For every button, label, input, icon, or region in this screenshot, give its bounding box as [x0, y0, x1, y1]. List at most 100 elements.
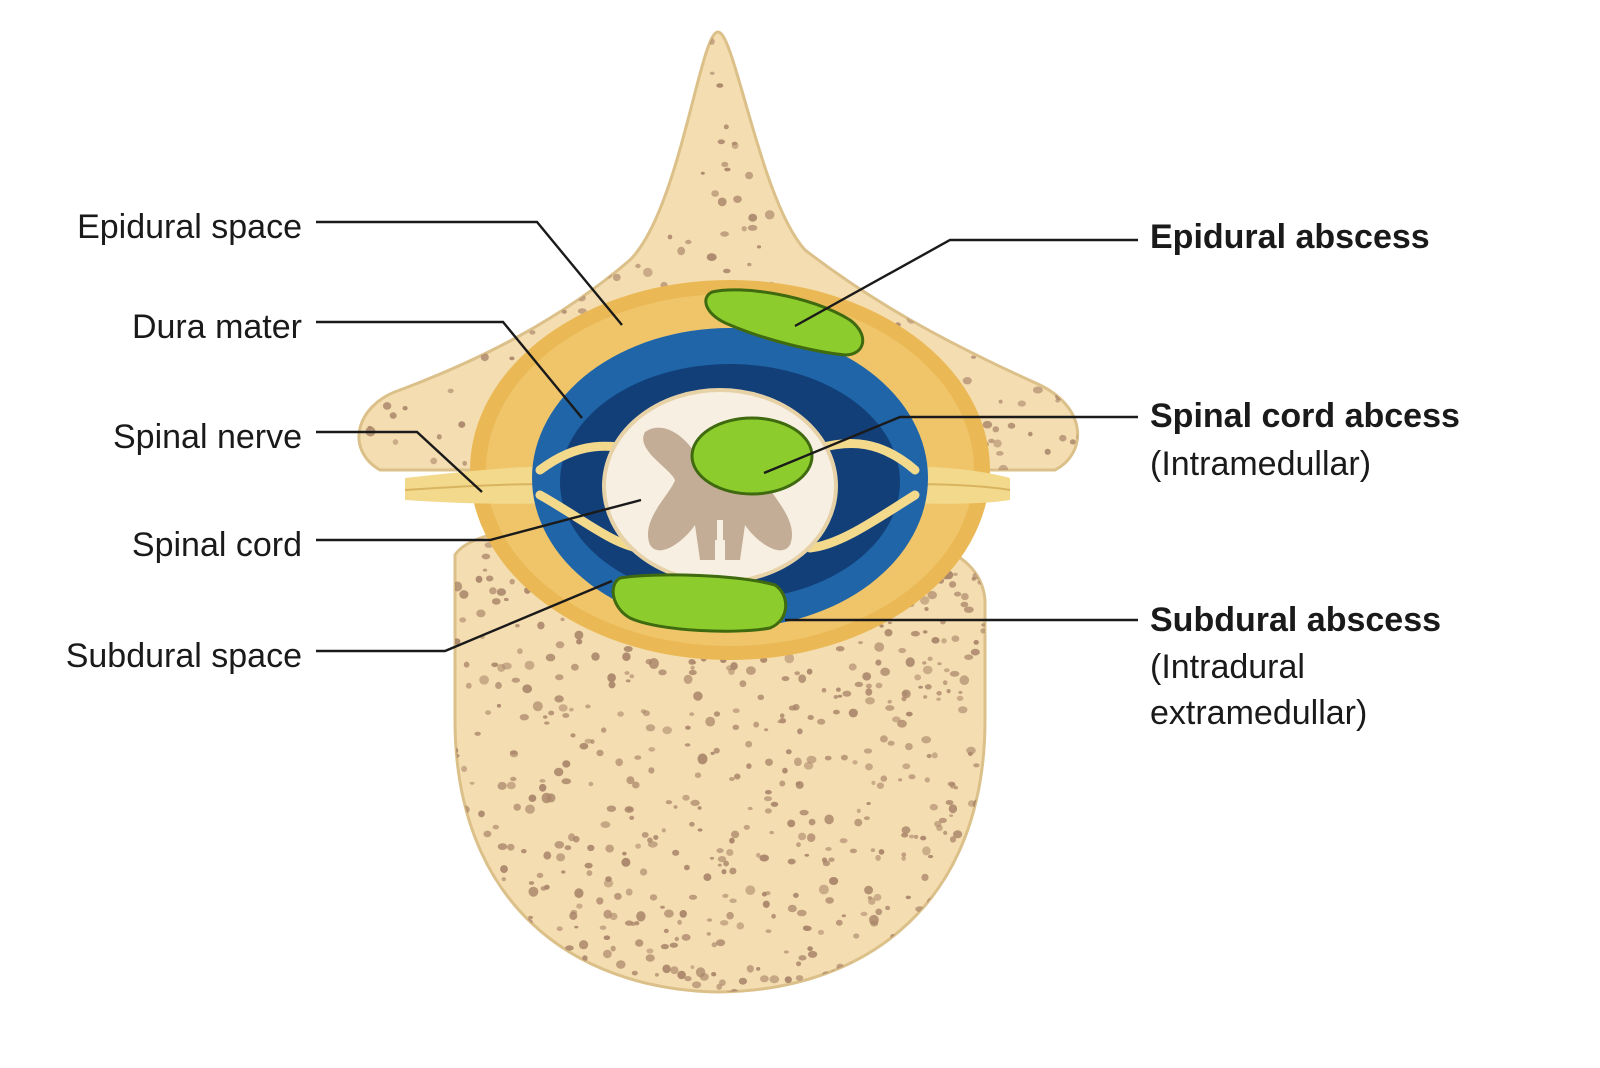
- bone-speckle: [760, 975, 769, 983]
- bone-speckle: [528, 915, 534, 919]
- bone-speckle: [933, 51, 940, 56]
- bone-speckle: [631, 970, 638, 976]
- bone-speckle: [571, 663, 579, 671]
- bone-speckle: [711, 942, 717, 948]
- bone-speckle: [938, 919, 945, 924]
- label-spinal-cord: Spinal cord: [132, 526, 302, 564]
- bone-speckle: [955, 912, 963, 918]
- bone-speckle: [864, 885, 873, 895]
- bone-speckle: [528, 881, 535, 885]
- bone-speckle: [964, 654, 974, 660]
- bone-speckle: [645, 954, 655, 962]
- bone-speckle: [785, 749, 792, 755]
- bone-speckle: [473, 986, 483, 992]
- bone-speckle: [539, 783, 547, 792]
- bone-speckle: [1086, 460, 1090, 463]
- bone-speckle: [820, 984, 828, 992]
- bone-speckle: [924, 777, 930, 783]
- bone-speckle: [716, 83, 724, 88]
- bone-speckle: [897, 54, 904, 60]
- bone-speckle: [808, 818, 816, 826]
- bone-speckle: [807, 715, 814, 720]
- bone-speckle: [978, 795, 985, 801]
- bone-speckle: [929, 803, 938, 811]
- bone-speckle: [880, 735, 888, 743]
- bone-speckle: [851, 98, 861, 109]
- bone-speckle: [636, 911, 646, 922]
- bone-speckle: [756, 852, 761, 858]
- bone-speckle: [1023, 54, 1033, 59]
- bone-speckle: [485, 710, 492, 715]
- bone-speckle: [996, 288, 1004, 296]
- bone-speckle: [644, 213, 655, 222]
- subdural-abscess: [611, 573, 788, 633]
- bone-speckle: [469, 301, 480, 308]
- bone-speckle: [458, 971, 469, 980]
- bone-speckle: [455, 869, 464, 877]
- bone-speckle: [724, 167, 731, 172]
- bone-speckle: [759, 854, 769, 862]
- bone-speckle: [585, 704, 591, 709]
- bone-speckle: [664, 909, 674, 918]
- leader-spinal-cord-abscess: [763, 415, 1138, 475]
- bone-speckle: [937, 903, 946, 909]
- bone-speckle: [498, 303, 507, 309]
- bone-speckle: [629, 815, 635, 821]
- bone-speckle: [977, 871, 985, 880]
- bone-speckle: [406, 309, 411, 314]
- bone-speckle: [689, 712, 695, 716]
- bone-speckle: [944, 301, 950, 306]
- bone-speckle: [782, 767, 788, 774]
- bone-speckle: [405, 298, 411, 304]
- bone-speckle: [464, 977, 474, 986]
- bone-speckle: [349, 317, 355, 321]
- bone-speckle: [358, 342, 360, 352]
- bone-speckle: [729, 898, 737, 904]
- bone-speckle: [966, 746, 976, 755]
- bone-speckle: [975, 121, 981, 126]
- bone-speckle: [959, 675, 970, 686]
- bone-speckle: [539, 39, 549, 46]
- bone-speckle: [947, 54, 953, 60]
- bone-speckle: [561, 870, 566, 874]
- bone-speckle: [615, 758, 623, 767]
- bone-speckle: [606, 84, 613, 90]
- bone-speckle: [879, 624, 884, 628]
- bone-speckle: [797, 728, 803, 735]
- bone-speckle: [487, 47, 494, 53]
- bone-speckle: [635, 939, 644, 947]
- bone-speckle: [818, 884, 829, 895]
- bone-speckle: [748, 213, 758, 222]
- bone-speckle: [945, 800, 954, 805]
- bone-speckle: [586, 71, 591, 76]
- bone-speckle: [938, 325, 948, 333]
- bone-speckle: [901, 689, 911, 699]
- bone-speckle: [579, 742, 589, 750]
- bone-speckle: [681, 934, 691, 941]
- bone-speckle: [920, 596, 930, 605]
- bone-speckle: [490, 928, 498, 936]
- bone-speckle: [563, 980, 569, 986]
- bone-speckle: [884, 629, 893, 637]
- bone-speckle: [882, 986, 889, 992]
- bone-speckle: [1069, 439, 1076, 445]
- bone-speckle: [746, 666, 756, 675]
- bone-speckle: [926, 160, 932, 164]
- bone-speckle: [611, 91, 620, 99]
- bone-speckle: [504, 983, 510, 988]
- bone-speckle: [988, 209, 997, 216]
- bone-speckle: [452, 64, 462, 73]
- bone-speckle: [770, 801, 779, 807]
- bone-speckle: [717, 197, 727, 207]
- bone-speckle: [849, 848, 858, 854]
- bone-speckle: [635, 843, 641, 849]
- bone-speckle: [430, 457, 438, 465]
- bone-speckle: [624, 671, 630, 675]
- bone-speckle: [445, 300, 450, 305]
- bone-speckle: [971, 355, 976, 359]
- bone-speckle: [942, 680, 948, 686]
- bone-speckle: [548, 968, 558, 977]
- bone-speckle: [1061, 205, 1066, 210]
- bone-speckle: [540, 216, 545, 222]
- bone-speckle: [547, 180, 557, 187]
